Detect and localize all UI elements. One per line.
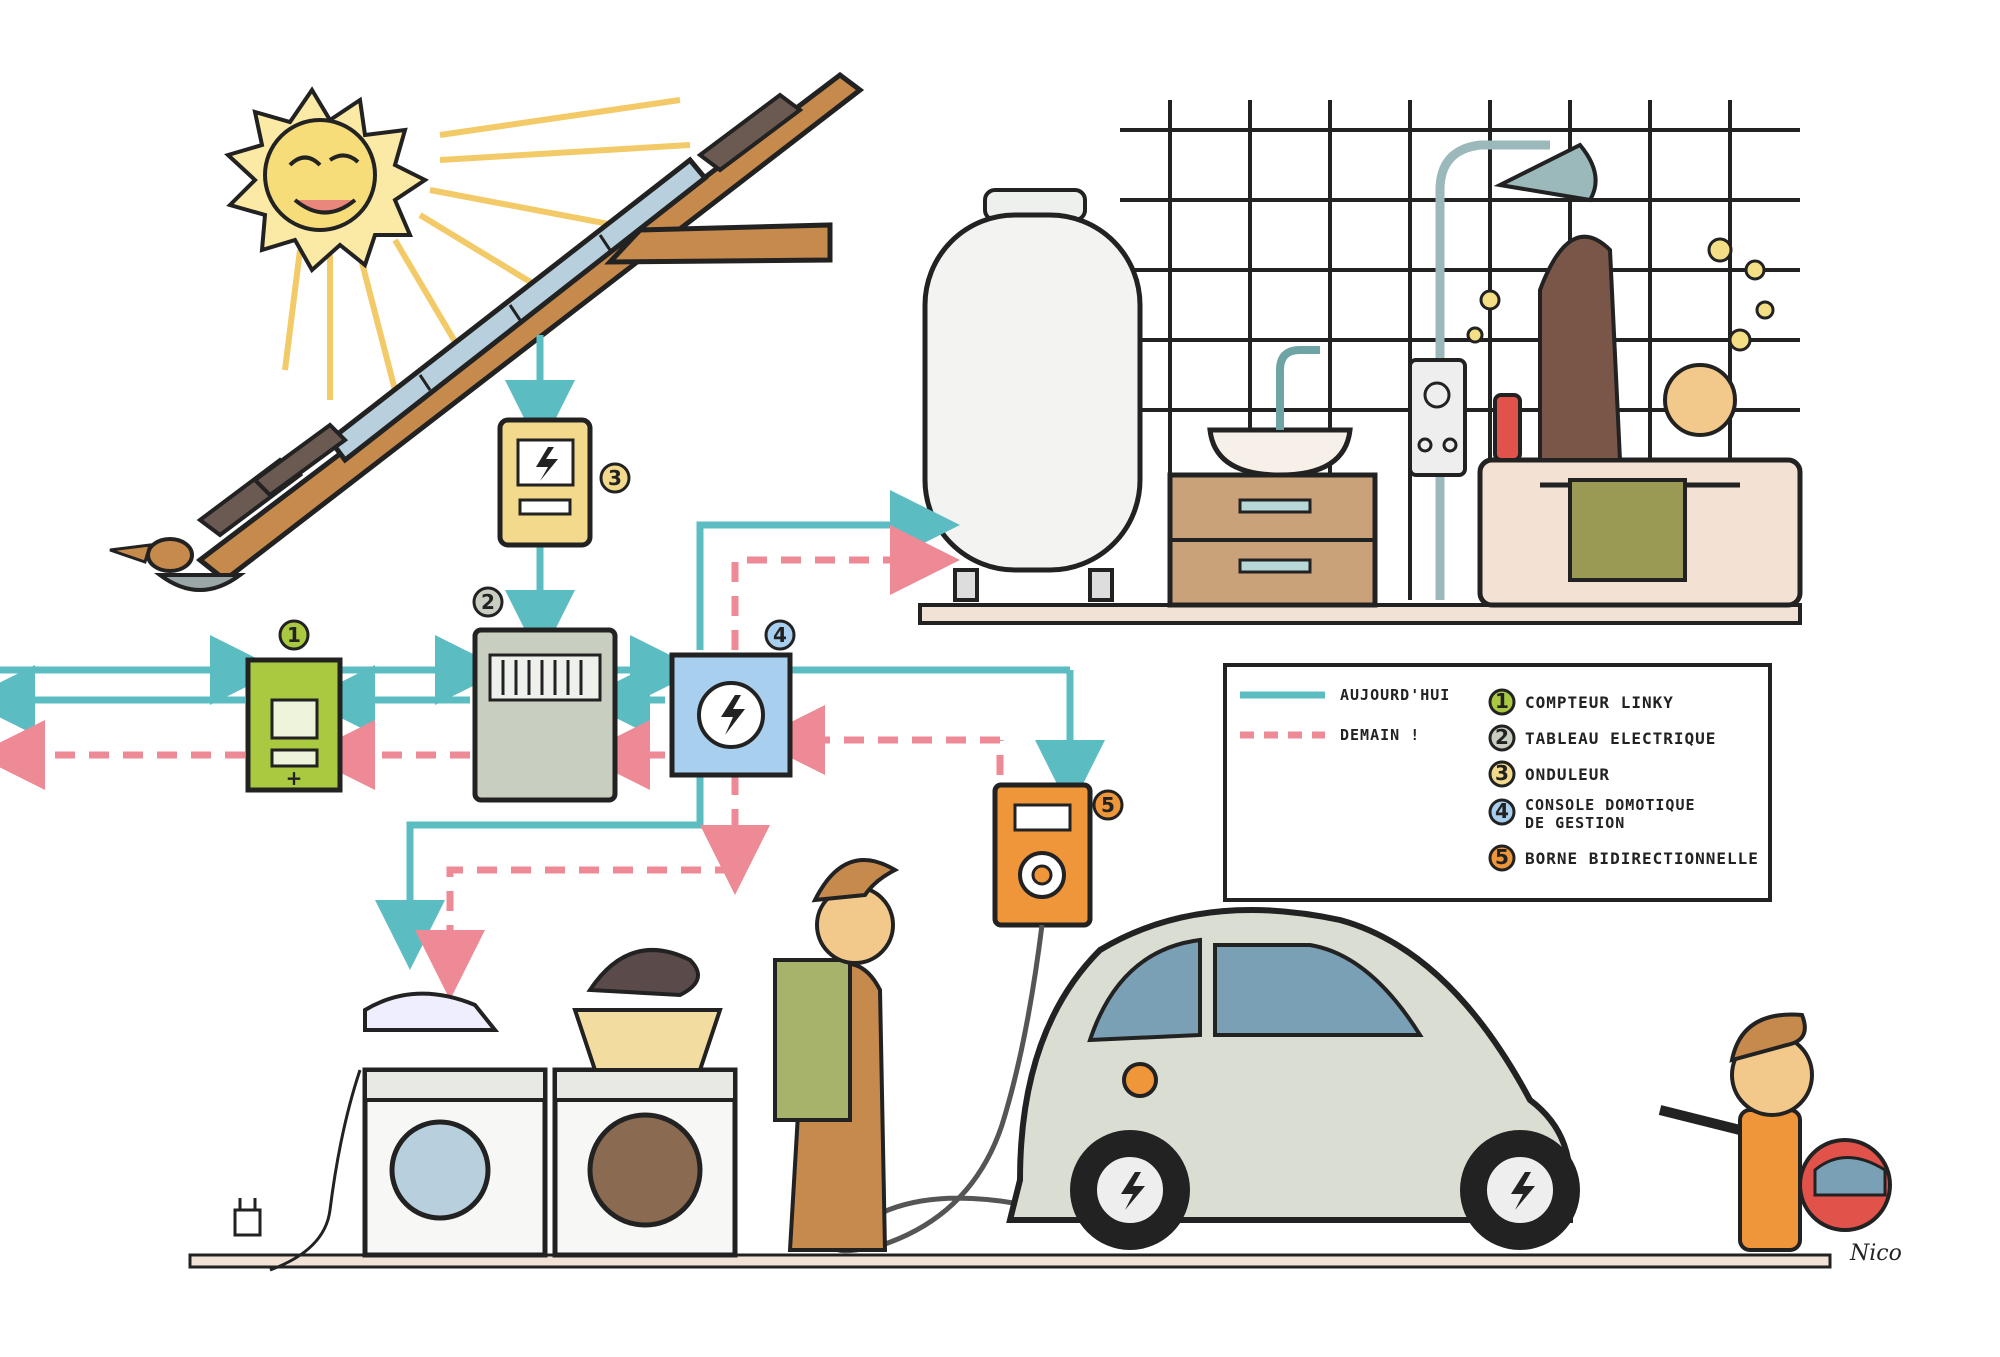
flow-tomorrow xyxy=(0,525,1004,1000)
badge-4-label: 4 xyxy=(773,623,787,647)
linky-meter: + 1 xyxy=(245,619,343,793)
helmet-icon xyxy=(1798,1138,1892,1232)
svg-text:1: 1 xyxy=(1495,689,1509,713)
legend-item-4: 4 CONSOLE DOMOTIQUE DE GESTION xyxy=(1488,796,1696,832)
svg-text:DE GESTION: DE GESTION xyxy=(1525,814,1625,832)
svg-text:TABLEAU ELECTRIQUE: TABLEAU ELECTRIQUE xyxy=(1525,729,1716,748)
sun-icon xyxy=(224,86,691,400)
lightning-icon xyxy=(536,447,558,481)
svg-text:2: 2 xyxy=(1495,725,1509,749)
linky-plus-label: + xyxy=(286,766,303,790)
laundry-scene xyxy=(233,948,738,1272)
car-icon xyxy=(1006,907,1580,1250)
bird xyxy=(109,537,194,573)
shower-icon xyxy=(1408,140,1598,600)
child xyxy=(1658,1012,1892,1252)
svg-text:COMPTEUR LINKY: COMPTEUR LINKY xyxy=(1525,693,1674,712)
man xyxy=(773,858,900,1252)
legend-tomorrow-label: DEMAIN ! xyxy=(1340,726,1420,744)
solar-roof xyxy=(109,71,865,592)
plug-icon xyxy=(233,1198,262,1237)
badge-3 xyxy=(599,462,631,494)
lightning-icon xyxy=(1511,1172,1535,1210)
electrical-panel: 2 xyxy=(472,586,618,803)
svg-text:CONSOLE DOMOTIQUE: CONSOLE DOMOTIQUE xyxy=(1525,796,1696,814)
badge-2-label: 2 xyxy=(481,590,495,614)
iron xyxy=(363,991,500,1032)
inverter: 3 xyxy=(497,417,631,548)
badge-1-label: 1 xyxy=(287,623,301,647)
cat xyxy=(586,948,700,998)
water-heater xyxy=(922,188,1143,602)
svg-text:3: 3 xyxy=(1495,761,1509,785)
legend-item-1: 1 COMPTEUR LINKY xyxy=(1488,688,1674,716)
charge-port xyxy=(1122,1062,1158,1098)
sink-cabinet xyxy=(1167,346,1378,608)
svg-text:BORNE BIDIRECTIONNELLE: BORNE BIDIRECTIONNELLE xyxy=(1525,849,1759,868)
legend: AUJOURD'HUI DEMAIN ! 1 COMPTEUR LINKY 2 … xyxy=(1223,663,1772,902)
badge-2 xyxy=(472,586,504,618)
legend-today-label: AUJOURD'HUI xyxy=(1340,686,1450,704)
legend-item-5: 5 BORNE BIDIRECTIONNELLE xyxy=(1488,844,1759,872)
bathtub xyxy=(1477,234,1803,608)
svg-text:5: 5 xyxy=(1495,845,1509,869)
flow-today xyxy=(0,335,1105,970)
bathroom-scene xyxy=(918,100,1803,625)
svg-text:4: 4 xyxy=(1495,799,1509,823)
badge-3-label: 3 xyxy=(608,466,622,490)
svg-text:ONDULEUR: ONDULEUR xyxy=(1525,765,1610,784)
badge-5-label: 5 xyxy=(1101,793,1115,817)
badge-1 xyxy=(278,619,310,651)
badge-5 xyxy=(1092,789,1124,821)
laundry-basket xyxy=(572,1008,723,1072)
lightning-icon xyxy=(1121,1172,1145,1210)
legend-item-3: 3 ONDULEUR xyxy=(1488,760,1610,788)
signature: Nico xyxy=(1849,1241,1902,1266)
home-automation-console: 4 xyxy=(669,619,796,778)
legend-item-2: 2 TABLEAU ELECTRIQUE xyxy=(1488,724,1716,752)
badge-4 xyxy=(764,619,796,651)
lightning-icon xyxy=(721,695,745,735)
